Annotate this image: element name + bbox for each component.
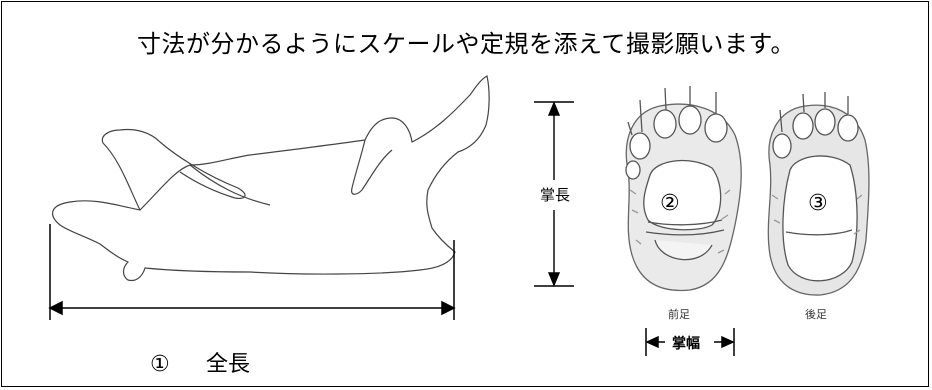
total-length-label: 全長 [206, 352, 250, 377]
paw-length-label: 掌長 [540, 186, 570, 204]
bear-outline [52, 75, 490, 282]
hind-paw-illustration [767, 92, 870, 296]
front-paw-caption: 前足 [668, 307, 690, 321]
hind-paw-caption: 後足 [805, 307, 827, 321]
paw-width-label: 掌幅 [672, 335, 700, 352]
front-paw-illustration [625, 86, 742, 292]
total-length-marker: ① [150, 352, 170, 377]
hind-paw-marker: ③ [808, 191, 828, 216]
front-paw-marker: ② [660, 191, 680, 216]
paw-length-dimension [534, 101, 574, 287]
total-length-dimension [48, 224, 456, 320]
instruction-title: 寸法が分かるようにスケールや定規を添えて撮影願います。 [137, 30, 795, 58]
paw-width-dimension [645, 328, 735, 356]
